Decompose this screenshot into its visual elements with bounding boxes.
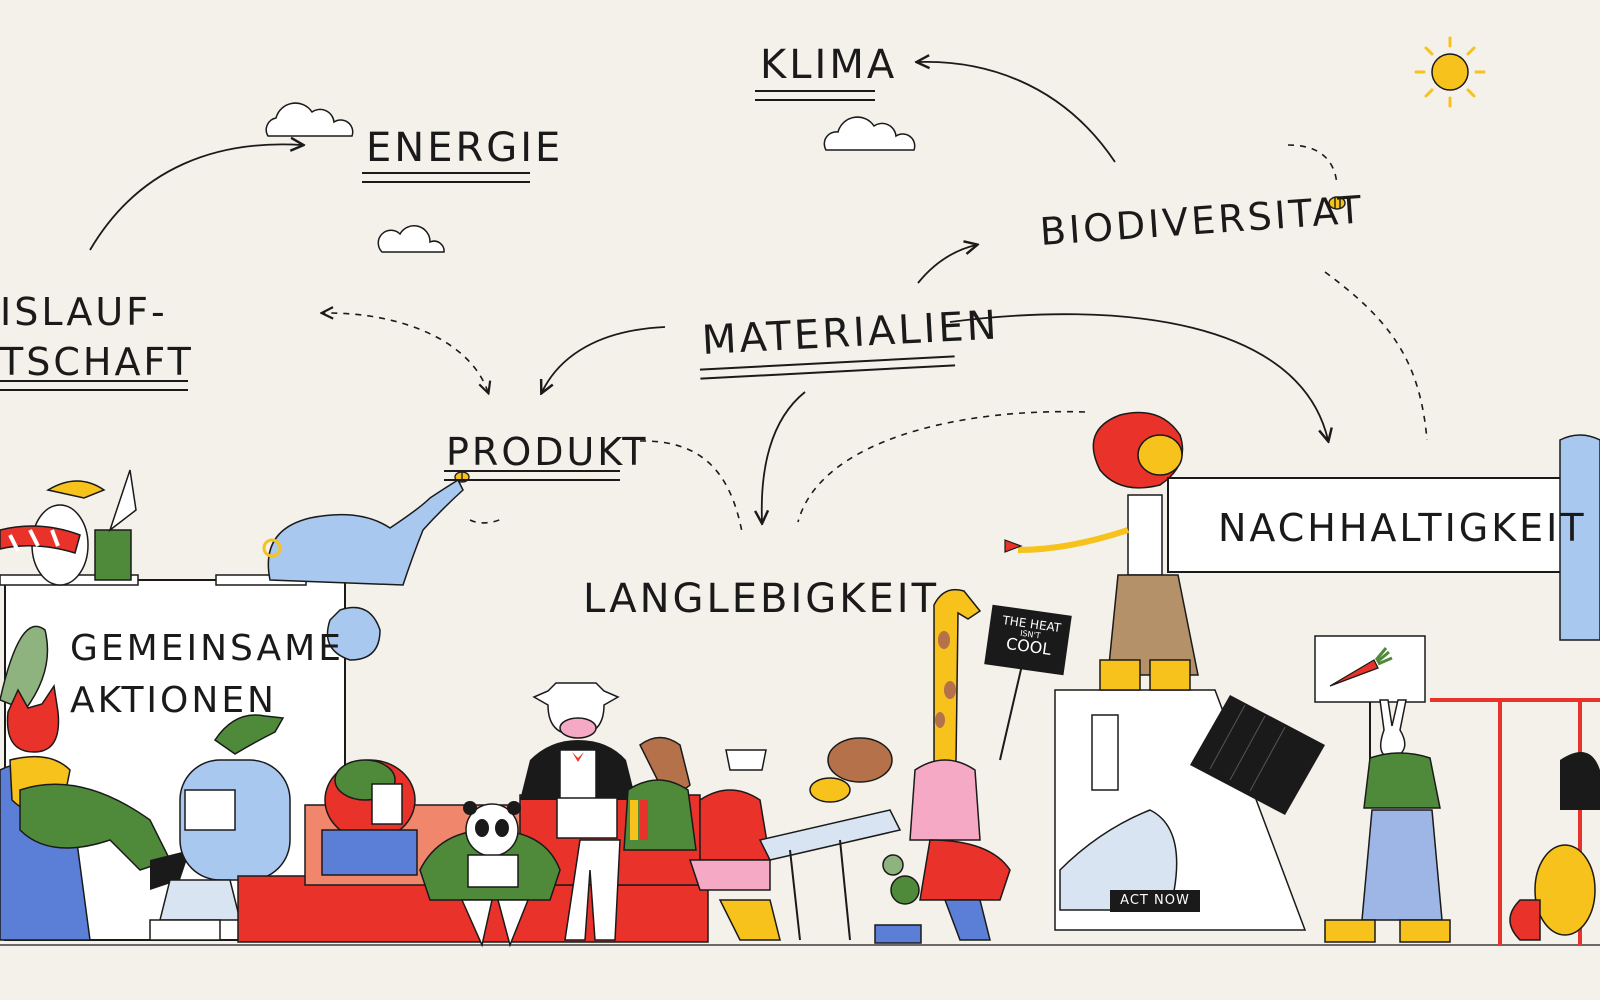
solar-machine bbox=[1054, 689, 1325, 931]
frog-character bbox=[321, 759, 418, 876]
gemeinsame-line2: AKTIONEN bbox=[70, 680, 277, 721]
label-produkt: PRODUKT bbox=[446, 430, 649, 474]
rabbit-character bbox=[1324, 699, 1451, 943]
crocodile-character bbox=[149, 714, 306, 941]
sun-icon bbox=[1414, 36, 1486, 108]
cow-character bbox=[520, 682, 636, 941]
carrot-icon bbox=[1329, 647, 1393, 687]
elephant-character bbox=[262, 478, 464, 661]
label-langlebigkeit: LANGLEBIGKEIT bbox=[583, 576, 940, 622]
cloud-icon bbox=[377, 225, 445, 253]
carrot-sign bbox=[1314, 635, 1426, 760]
protest-sign bbox=[984, 604, 1072, 761]
dog-character bbox=[623, 736, 697, 851]
potted-plant bbox=[874, 854, 922, 944]
underline-klima bbox=[755, 90, 875, 101]
gemeinsame-line1: GEMEINSAME bbox=[70, 628, 344, 669]
label-kreislauf-line1: ISLAUF- bbox=[0, 290, 168, 334]
bird-character bbox=[0, 469, 137, 586]
nachhaltigkeit-text: NACHHALTIGKEIT bbox=[1218, 506, 1587, 550]
fox-character bbox=[0, 683, 190, 941]
underline-kreislauf bbox=[0, 380, 188, 391]
act-now-sign: ACT NOW bbox=[1120, 893, 1190, 908]
concept-arrows bbox=[89, 62, 1328, 522]
crow-character bbox=[1509, 752, 1600, 941]
cloud-icon bbox=[265, 102, 354, 137]
panda-character bbox=[419, 801, 561, 948]
giraffe-character bbox=[909, 588, 1011, 941]
concept-dashed-arrows bbox=[323, 144, 1428, 533]
underline-energie bbox=[362, 172, 530, 183]
lion-character bbox=[1004, 411, 1199, 691]
cloud-icon bbox=[823, 116, 916, 151]
label-klima: KLIMA bbox=[760, 42, 898, 88]
underline-produkt bbox=[444, 470, 620, 481]
label-energie: ENERGIE bbox=[366, 125, 564, 171]
bee-icon bbox=[1328, 196, 1346, 210]
label-kreislauf-line2: TSCHAFT bbox=[0, 340, 194, 384]
turtle-character bbox=[809, 737, 893, 803]
pink-character bbox=[688, 749, 902, 941]
